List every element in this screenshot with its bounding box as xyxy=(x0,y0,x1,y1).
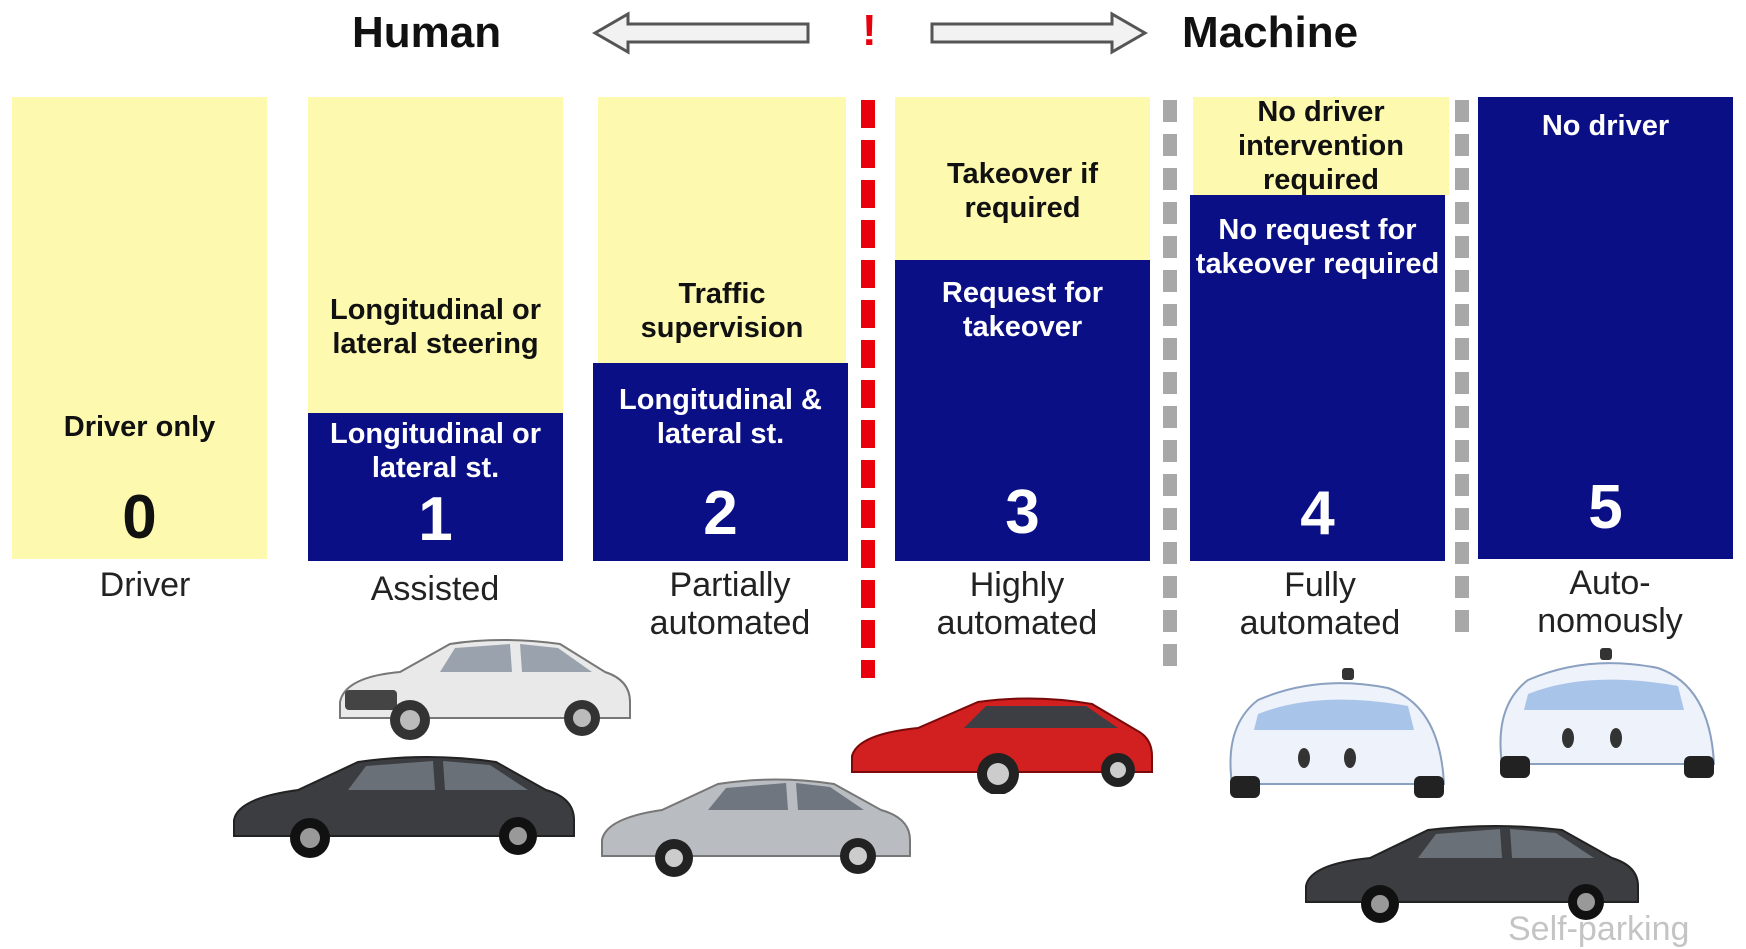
human-label: Human xyxy=(352,8,502,57)
level-1-human-box: Longitudinal or lateral steering xyxy=(308,97,563,413)
level-2-machine-box: Longitudinal & lateral st. 2 xyxy=(593,363,848,561)
dark-limousine-self-parking-car-icon xyxy=(1305,825,1639,923)
level-3-top-text: Takeover if required xyxy=(947,158,1098,224)
level-2-label: Partially automated xyxy=(610,566,850,642)
self-parking-caption: Self-parking xyxy=(1508,910,1690,948)
level-divider-3-4 xyxy=(1163,100,1177,670)
level-3-machine-box: Request for takeover 3 xyxy=(895,260,1150,561)
machine-label: Machine xyxy=(1182,8,1359,57)
self-driving-pod-car-icon xyxy=(1229,668,1446,798)
level-2-label-line2: automated xyxy=(649,604,811,642)
level-2-top-text: Traffic supervision xyxy=(640,278,804,344)
level-4-number: 4 xyxy=(1300,479,1335,548)
level-2-label-line1: Partially xyxy=(669,566,791,604)
level-2-bottom-text: Longitudinal & lateral st. xyxy=(619,384,822,450)
self-driving-pod-car-icon-2 xyxy=(1499,648,1716,778)
level-4-label-line1: Fully xyxy=(1284,566,1356,604)
level-4-bottom-text: No request for takeover required xyxy=(1195,214,1440,280)
human-machine-divider xyxy=(861,100,875,678)
silver-sedan-car-icon xyxy=(601,778,911,877)
level-1-machine-box: Longitudinal or lateral st. 1 xyxy=(308,413,563,561)
level-0-number: 0 xyxy=(122,483,157,552)
red-sports-car-icon xyxy=(851,697,1153,794)
level-5-label-line2: nomously xyxy=(1537,602,1683,640)
level-4-label-line2: automated xyxy=(1239,604,1401,642)
level-1-top-text: Longitudinal or lateral steering xyxy=(329,294,541,360)
level-1-label: Assisted xyxy=(330,570,540,608)
level-4-top-text: No driver intervention required xyxy=(1238,96,1404,196)
level-0-top-text: Driver only xyxy=(63,411,216,443)
dark-limousine-car-icon xyxy=(233,756,575,858)
level-2-human-box: Traffic supervision xyxy=(598,97,846,363)
level-4-label: Fully automated xyxy=(1200,566,1440,642)
level-3-label: Highly automated xyxy=(897,566,1137,642)
white-sedan-car-icon xyxy=(339,639,631,740)
level-3-label-line1: Highly xyxy=(969,566,1065,604)
arrow-right-icon xyxy=(930,11,1148,55)
level-4-machine-box: No request for takeover required 4 xyxy=(1190,195,1445,561)
level-4-human-box: No driver intervention required xyxy=(1193,96,1449,196)
level-5-label-line1: Auto- xyxy=(1569,564,1651,602)
level-5-label: Auto- nomously xyxy=(1490,564,1730,640)
level-0-label: Driver xyxy=(40,566,250,604)
level-0-label-line1: Driver xyxy=(99,566,191,604)
level-3-human-box: Takeover if required xyxy=(895,97,1150,260)
level-0-human-box: Driver only 0 xyxy=(12,97,267,559)
arrow-left-icon xyxy=(592,11,810,55)
level-1-bottom-text: Longitudinal or lateral st. xyxy=(329,418,541,484)
level-2-number: 2 xyxy=(703,479,738,548)
level-3-bottom-text: Request for takeover xyxy=(941,277,1104,343)
level-1-label-line1: Assisted xyxy=(370,570,500,608)
warning-mark: ! xyxy=(862,6,877,55)
level-5-number: 5 xyxy=(1588,473,1623,542)
level-3-label-line2: automated xyxy=(936,604,1098,642)
level-1-number: 1 xyxy=(418,485,453,554)
level-5-bottom-text: No driver xyxy=(1541,110,1670,142)
level-3-number: 3 xyxy=(1005,478,1040,547)
level-divider-4-5 xyxy=(1455,100,1469,640)
level-5-machine-box: No driver 5 xyxy=(1478,97,1733,559)
